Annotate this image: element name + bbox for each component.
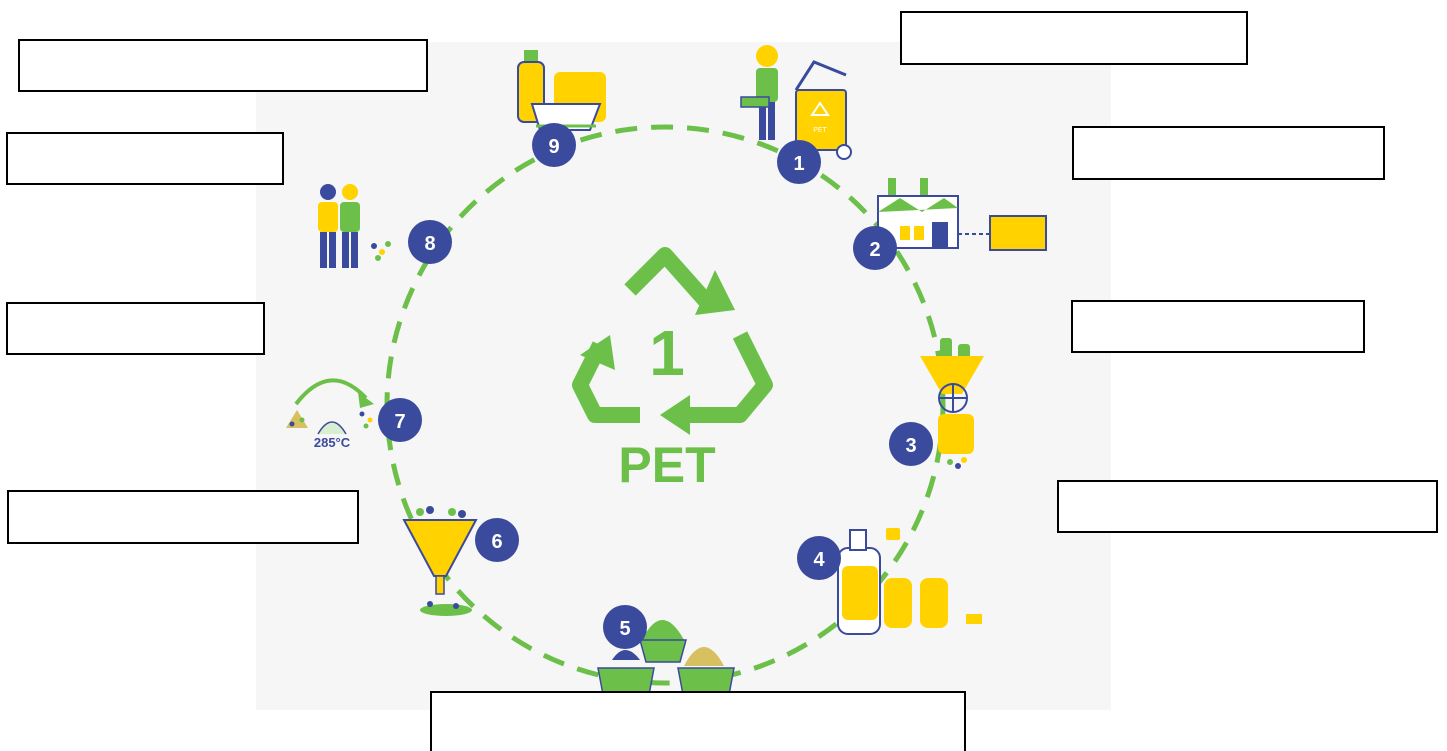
svg-text:8: 8 [424, 233, 435, 255]
bottles-icon [837, 528, 982, 635]
svg-text:5: 5 [619, 618, 630, 640]
svg-text:7: 7 [394, 411, 405, 433]
answer-box-7[interactable] [6, 302, 265, 355]
heating-arrow-icon: 285°C [286, 378, 374, 450]
step-badge-7: 7 [378, 398, 422, 442]
answer-box-9[interactable] [18, 39, 428, 92]
step-badge-4: 4 [797, 536, 841, 580]
products-icon [517, 50, 606, 131]
svg-text:2: 2 [869, 239, 880, 261]
answer-box-1[interactable] [900, 11, 1248, 65]
funnel-icon [402, 506, 478, 616]
center-label: PET [618, 437, 715, 493]
temperature-label: 285°C [314, 435, 351, 450]
svg-text:3: 3 [905, 435, 916, 457]
answer-box-3[interactable] [1071, 300, 1365, 353]
step-badge-8: 8 [408, 220, 452, 264]
bin-label: PET [813, 127, 827, 134]
step-badge-9: 9 [532, 123, 576, 167]
svg-text:1: 1 [793, 153, 804, 175]
svg-text:6: 6 [491, 531, 502, 553]
svg-text:9: 9 [548, 136, 559, 158]
step-badge-2: 2 [853, 226, 897, 270]
people-icon [318, 184, 391, 268]
step-badge-3: 3 [889, 422, 933, 466]
recycle-arrowheads-icon [580, 270, 735, 435]
answer-box-4[interactable] [1057, 480, 1438, 533]
shredder-hopper-icon [920, 338, 984, 469]
recycle-symbol-icon [572, 247, 773, 423]
factory-conveyor-icon [877, 178, 1047, 251]
center-number: 1 [649, 317, 685, 389]
answer-box-8[interactable] [6, 132, 284, 185]
step-badge-6: 6 [475, 518, 519, 562]
answer-box-2[interactable] [1072, 126, 1385, 180]
svg-text:4: 4 [813, 549, 825, 571]
answer-box-6[interactable] [7, 490, 359, 544]
answer-box-5[interactable] [430, 691, 966, 751]
step-badge-1: 1 [777, 140, 821, 184]
step-badge-5: 5 [603, 605, 647, 649]
person-with-bin-icon: PET [740, 45, 852, 160]
